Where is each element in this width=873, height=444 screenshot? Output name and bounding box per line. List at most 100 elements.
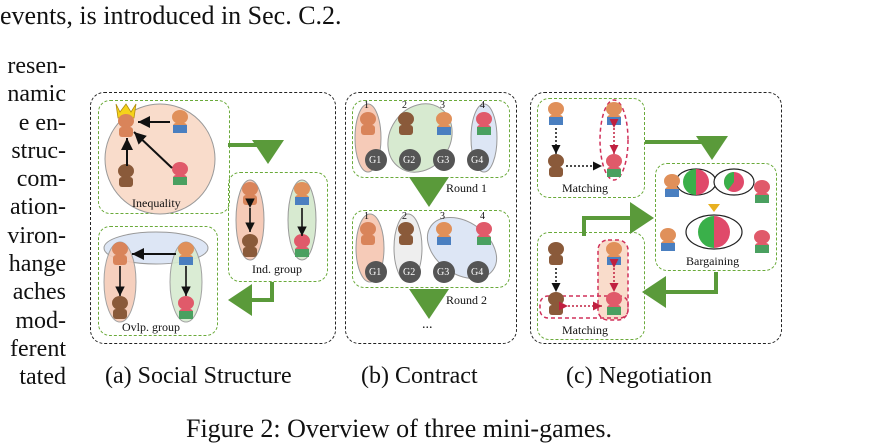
group-label: G3 xyxy=(437,267,450,278)
left-text-line: e en- xyxy=(18,109,66,136)
agent-number: 3 xyxy=(440,100,445,111)
inequality-label: Inequality xyxy=(132,196,181,210)
round2-label: Round 2 xyxy=(446,293,488,307)
round1-label: Round 1 xyxy=(446,181,488,195)
matching-pink-ellipse xyxy=(599,99,629,181)
ind-group-box xyxy=(228,172,328,282)
group-token xyxy=(433,261,455,283)
social-structure-panel xyxy=(90,92,336,344)
green-arrow xyxy=(228,282,274,316)
agent-icon xyxy=(178,242,194,265)
contract-ellipse xyxy=(426,217,498,279)
agent-icon xyxy=(118,114,134,137)
agent-icon xyxy=(548,242,564,265)
agent-icon xyxy=(398,222,414,245)
agent-icon xyxy=(360,222,376,245)
agent-icon xyxy=(660,228,676,251)
social-structure-caption: (a) Social Structure xyxy=(105,363,292,389)
green-arrow xyxy=(642,272,718,308)
group-token xyxy=(467,149,489,171)
left-text-line: resen- xyxy=(7,53,66,79)
agent-icon xyxy=(606,242,622,265)
agent-icon xyxy=(112,242,128,265)
left-text-line: mod- xyxy=(15,307,66,334)
left-text-line: ation- xyxy=(10,194,66,221)
agent-icon xyxy=(476,112,492,135)
group-token xyxy=(365,261,387,283)
agent-icon xyxy=(112,296,128,319)
group-token xyxy=(433,149,455,171)
matching-top-label: Matching xyxy=(562,181,608,195)
group-token xyxy=(399,261,421,283)
agent-number: 4 xyxy=(480,211,485,222)
matching-top-box xyxy=(537,98,645,198)
agent-number: 2 xyxy=(402,100,407,111)
agent-icon xyxy=(754,230,770,253)
agent-icon xyxy=(476,222,492,245)
agent-icon xyxy=(178,296,194,319)
agent-icon xyxy=(548,292,564,315)
left-text-line: tated xyxy=(19,364,66,391)
green-arrow xyxy=(582,202,654,236)
bargaining-label: Bargaining xyxy=(686,254,740,268)
group-label: G4 xyxy=(471,267,484,278)
agent-icon xyxy=(172,110,188,133)
group-token xyxy=(467,261,489,283)
negotiation-panel xyxy=(530,92,782,344)
round2-box xyxy=(352,210,510,288)
agent-icon xyxy=(398,112,414,135)
agent-icon xyxy=(606,292,622,315)
left-text-line: viron- xyxy=(7,222,66,249)
agent-number: 3 xyxy=(440,211,445,222)
group-label: G3 xyxy=(437,155,450,166)
group-token xyxy=(365,149,387,171)
left-text-line: struc- xyxy=(11,137,66,164)
agent-icon xyxy=(548,154,564,177)
ind-group-label: Ind. group xyxy=(252,262,302,276)
left-text-line: hange xyxy=(8,251,66,278)
agent-icon xyxy=(548,102,564,125)
contract-ellipse xyxy=(387,103,453,173)
matching-bottom-label: Matching xyxy=(562,323,608,337)
agent-number: 4 xyxy=(480,100,485,111)
agent-icon xyxy=(294,182,310,205)
agent-icon xyxy=(172,162,188,185)
green-arrow xyxy=(228,140,284,164)
left-text-line: com- xyxy=(16,166,66,193)
left-text-line: aches xyxy=(12,279,66,306)
agent-icon xyxy=(360,112,376,135)
agent-number: 2 xyxy=(402,211,407,222)
group-label: G1 xyxy=(369,155,382,166)
left-text-line: ferent xyxy=(10,335,66,362)
down-arrow-icon xyxy=(708,204,720,212)
left-text-column: resen- namic e en- struc- com- ation- vi… xyxy=(0,52,66,392)
agent-icon xyxy=(606,102,622,125)
matching-pink-box xyxy=(539,295,629,319)
negotiation-caption: (c) Negotiation xyxy=(566,363,712,389)
contract-caption: (b) Contract xyxy=(361,363,478,389)
agent-number: 1 xyxy=(364,100,369,111)
group-label: G2 xyxy=(403,267,416,278)
agent-icon xyxy=(242,234,258,257)
agent-icon xyxy=(294,234,310,257)
agent-icon xyxy=(754,180,770,203)
group-label: G1 xyxy=(369,267,382,278)
bargaining-box xyxy=(655,163,777,271)
agent-icon xyxy=(242,182,258,205)
contract-panel xyxy=(345,92,517,344)
group-label: G4 xyxy=(471,155,484,166)
agent-icon xyxy=(664,174,680,197)
agent-icon xyxy=(436,222,452,245)
group-token xyxy=(399,149,421,171)
ovlp-group-box xyxy=(98,226,218,336)
agent-icon xyxy=(606,154,622,177)
green-arrow xyxy=(645,136,728,160)
agent-number: 1 xyxy=(364,211,369,222)
group-label: G2 xyxy=(403,155,416,166)
figure-caption: Figure 2: Overview of three mini-games. xyxy=(186,414,612,443)
ellipsis-label: ... xyxy=(422,317,433,332)
body-text-top-line: events, is introduced in Sec. C.2. xyxy=(0,1,342,30)
ovlp-group-label: Ovlp. group xyxy=(122,320,180,334)
left-text-line: namic xyxy=(7,81,66,108)
